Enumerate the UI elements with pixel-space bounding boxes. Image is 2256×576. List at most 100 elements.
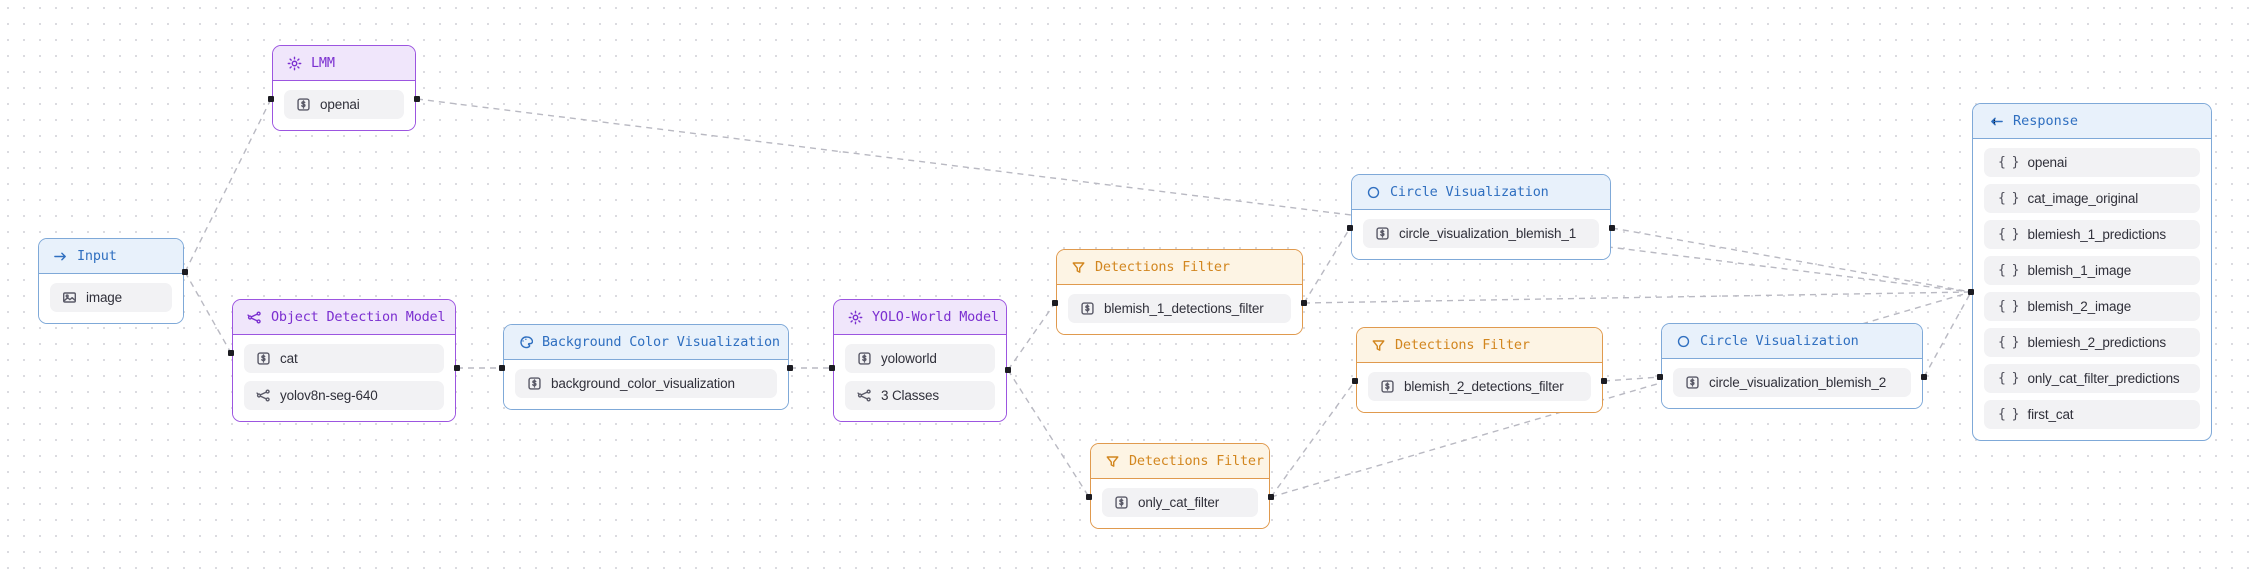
node-title: Detections Filter (1095, 259, 1230, 275)
node-header-object-detection-model: Object Detection Model (233, 300, 455, 335)
node-row-label: circle_visualization_blemish_1 (1399, 225, 1577, 241)
response-item[interactable]: { }cat_image_original (1984, 184, 2200, 213)
node-body-lmm: openai (273, 81, 415, 130)
node-row-label: openai (320, 96, 360, 112)
response-panel-header: Response (1973, 104, 2211, 139)
node-row[interactable]: background_color_visualization (515, 369, 777, 398)
node-title: LMM (311, 55, 335, 71)
node-row-label: 3 Classes (881, 387, 939, 403)
node-header-detections-filter-blemish-2: Detections Filter (1357, 328, 1602, 363)
braces-icon: { } (1998, 371, 2020, 386)
connector-port (1601, 378, 1607, 384)
node-row[interactable]: blemish_2_detections_filter (1368, 372, 1591, 401)
arrow-right-icon (53, 249, 68, 264)
node-title: Circle Visualization (1700, 333, 1859, 349)
node-header-circle-visualization-blemish-1: Circle Visualization (1352, 175, 1610, 210)
node-row[interactable]: image (50, 283, 172, 312)
response-item-label: blemiesh_2_predictions (2027, 335, 2167, 350)
node-row[interactable]: blemish_1_detections_filter (1068, 294, 1291, 323)
funnel-icon (1071, 260, 1086, 275)
node-header-detections-filter-blemish-1: Detections Filter (1057, 250, 1302, 285)
node-title: Detections Filter (1129, 453, 1264, 469)
connector-port (1301, 300, 1307, 306)
arrow-left-icon (1989, 114, 2004, 129)
braces-icon: { } (1998, 155, 2020, 170)
response-item-label: blemiesh_1_predictions (2027, 227, 2167, 242)
node-body-object-detection-model: cat yolov8n-seg-640 (233, 335, 455, 421)
response-panel-title: Response (2013, 113, 2079, 129)
node-row-label: yoloworld (881, 350, 937, 366)
connector-port (1657, 374, 1663, 380)
dollar-box-icon (1080, 301, 1095, 316)
response-item[interactable]: { } blemish_2_image (1984, 292, 2200, 321)
braces-icon: { } (1998, 407, 2020, 422)
node-title: Background Color Visualization (542, 334, 780, 350)
node-row[interactable]: circle_visualization_blemish_1 (1363, 219, 1599, 248)
response-item[interactable]: { } blemiesh_1_predictions (1984, 220, 2200, 249)
node-row[interactable]: cat (244, 344, 444, 373)
response-panel[interactable]: Response{ }openai{ }cat_image_original{ … (1972, 103, 2212, 441)
node-title: Circle Visualization (1390, 184, 1549, 200)
dollar-box-icon (1380, 379, 1395, 394)
node-row-label: yolov8n-seg-640 (280, 387, 378, 403)
node-row-label: circle_visualization_blemish_2 (1709, 374, 1887, 390)
node-circle-visualization-blemish-2[interactable]: Circle Visualization circle_visualization… (1661, 323, 1923, 409)
connector-port (1921, 374, 1927, 380)
node-lmm[interactable]: LMM openai (272, 45, 416, 131)
response-item-label: blemish_2_image (2027, 299, 2132, 314)
model-graph-icon (247, 310, 262, 325)
braces-icon: { } (1998, 299, 2020, 314)
node-detections-filter-only-cat[interactable]: Detections Filter only_cat_filter (1090, 443, 1270, 529)
node-row[interactable]: yolov8n-seg-640 (244, 381, 444, 410)
connector-port (1968, 289, 1974, 295)
braces-icon: { } (1998, 227, 2020, 242)
connector-port (228, 350, 234, 356)
braces-icon: { } (1998, 335, 2020, 350)
node-body-detections-filter-only-cat: only_cat_filter (1091, 479, 1269, 528)
response-panel-body: { }openai { }cat_image_original { } blemies… (1973, 139, 2211, 440)
connector-port (1352, 378, 1358, 384)
response-item-label: first_cat (2027, 407, 2074, 422)
node-header-background-color-visualization: Background Color Visualization (504, 325, 788, 360)
dollar-box-icon (296, 97, 311, 112)
response-item[interactable]: { }blemish_1_image (1984, 256, 2200, 285)
node-row[interactable]: 3 Classes (845, 381, 995, 410)
node-header-detections-filter-only-cat: Detections Filter (1091, 444, 1269, 479)
node-object-detection-model[interactable]: Object Detection Model cat yolov8n-seg-640 (232, 299, 456, 422)
node-header-lmm: LMM (273, 46, 415, 81)
node-title: YOLO-World Model (872, 309, 999, 325)
connector-port (1005, 367, 1011, 373)
node-row[interactable]: openai (284, 90, 404, 119)
node-row-label: cat (280, 350, 298, 366)
response-item[interactable]: { } blemiesh_2_predictions (1984, 328, 2200, 357)
gear-icon (287, 56, 302, 71)
connector-port (182, 269, 188, 275)
response-item[interactable]: { } first_cat (1984, 400, 2200, 429)
connector-port (1268, 494, 1274, 500)
node-detections-filter-blemish-2[interactable]: Detections Filter blemish_2_detections_fi… (1356, 327, 1603, 413)
node-body-circle-visualization-blemish-2: circle_visualization_blemish_2 (1662, 359, 1922, 408)
response-item[interactable]: { }only_cat_filter_predictions (1984, 364, 2200, 393)
node-row-label: background_color_visualization (551, 375, 735, 391)
node-body-detections-filter-blemish-2: blemish_2_detections_filter (1357, 363, 1602, 412)
node-row[interactable]: yoloworld (845, 344, 995, 373)
braces-icon: { } (1998, 263, 2020, 278)
connector-port (1086, 494, 1092, 500)
connector-port (1052, 300, 1058, 306)
node-body-background-color-visualization: background_color_visualization (504, 360, 788, 409)
node-body-circle-visualization-blemish-1: circle_visualization_blemish_1 (1352, 210, 1610, 259)
node-yolo-world-model[interactable]: YOLO-World Model yoloworld 3 Classes (833, 299, 1007, 422)
node-circle-visualization-blemish-1[interactable]: Circle Visualization circle_visualization… (1351, 174, 1611, 260)
response-item[interactable]: { }openai (1984, 148, 2200, 177)
node-row[interactable]: only_cat_filter (1102, 488, 1258, 517)
node-detections-filter-blemish-1[interactable]: Detections Filter blemish_1_detections_fi… (1056, 249, 1303, 335)
model-graph-icon (857, 388, 872, 403)
node-title: Detections Filter (1395, 337, 1530, 353)
connector-port (499, 365, 505, 371)
node-background-color-visualization[interactable]: Background Color Visualization background… (503, 324, 789, 410)
node-header-circle-visualization-blemish-2: Circle Visualization (1662, 324, 1922, 359)
dollar-box-icon (857, 351, 872, 366)
node-row[interactable]: circle_visualization_blemish_2 (1673, 368, 1911, 397)
